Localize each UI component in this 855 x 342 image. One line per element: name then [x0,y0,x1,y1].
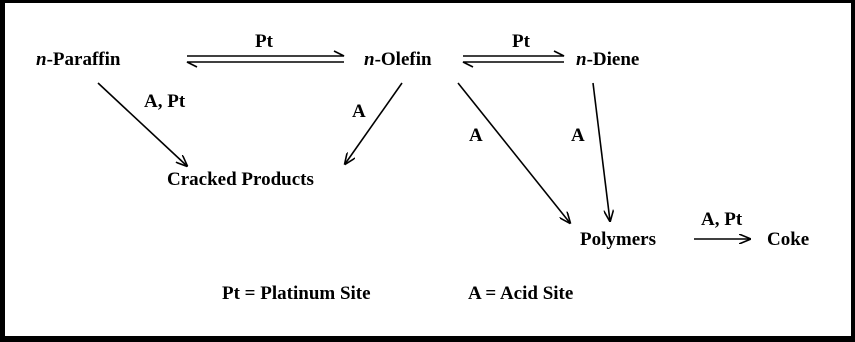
label-a-olefin-polymers: A [469,125,483,146]
reaction-network: n-Paraffin n-Olefin n-Diene Cracked Prod… [36,31,809,304]
label-a-pt-polymers-coke: A, Pt [701,209,743,230]
node-coke: Coke [767,229,809,250]
node-cracked-products: Cracked Products [167,169,314,190]
arrow-olefin-to-cracked [345,82,403,164]
label-a-pt-paraffin-cracked: A, Pt [144,91,186,112]
label-pt-olefin-diene: Pt [512,31,531,52]
label-a-diene-polymers: A [571,125,585,146]
node-n-paraffin: n-Paraffin [36,49,121,70]
label-a-olefin-cracked: A [352,101,366,122]
node-n-diene: n-Diene [576,49,639,70]
arrow-diene-to-polymers [592,82,610,221]
legend-platinum-site: Pt = Platinum Site [222,283,371,304]
node-n-olefin: n-Olefin [364,49,432,70]
node-polymers: Polymers [580,229,656,250]
label-pt-paraffin-olefin: Pt [255,31,274,52]
equilibrium-arrow-olefin-diene [462,50,565,68]
legend-acid-site: A = Acid Site [468,283,573,304]
arrow-olefin-to-polymers [457,82,570,223]
arrow-paraffin-to-cracked [97,82,187,166]
equilibrium-arrow-paraffin-olefin [186,50,345,68]
